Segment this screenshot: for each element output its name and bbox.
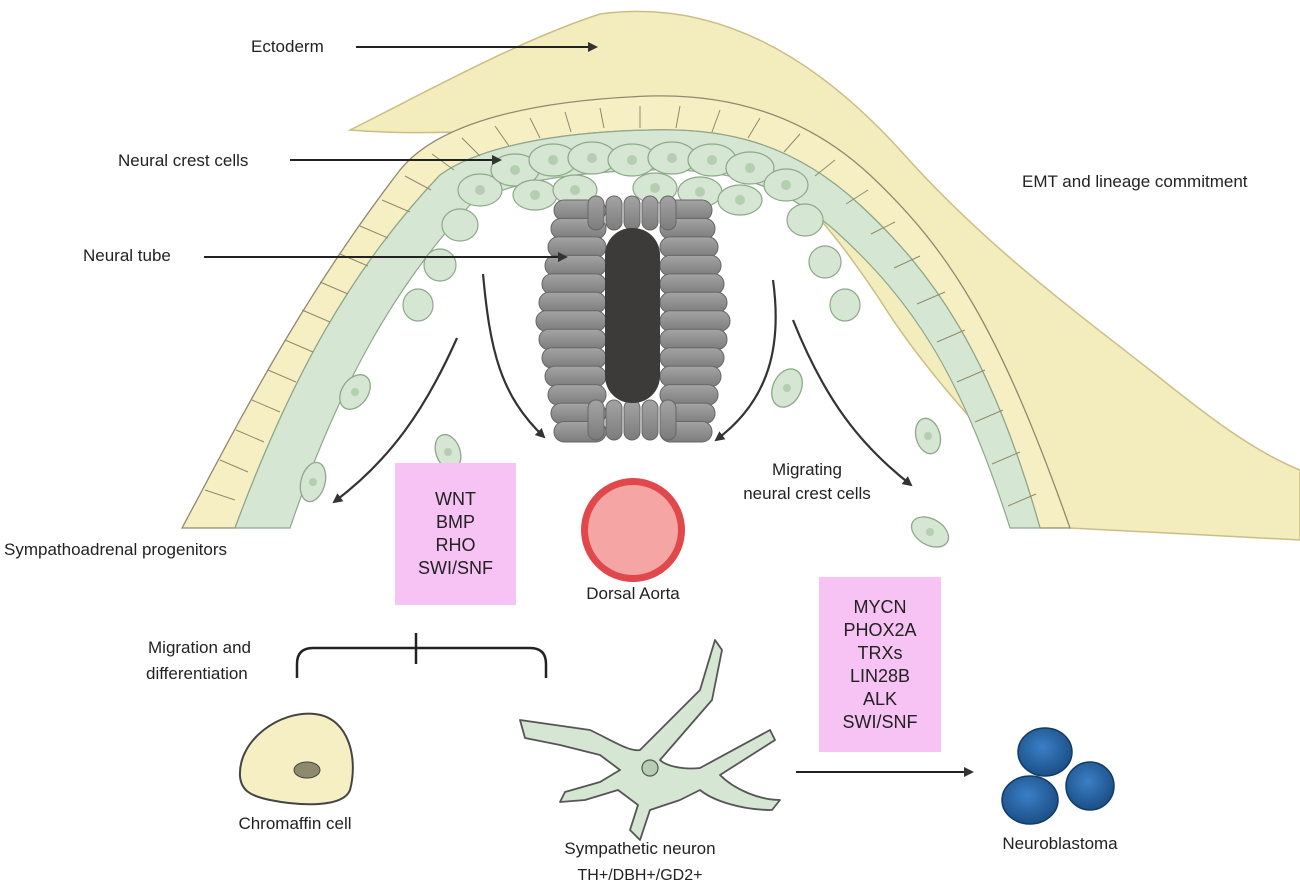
- neural-tube-segment: [538, 291, 607, 314]
- left-inner-curved-arrow: [481, 273, 546, 439]
- left-outer-curved-arrow: [332, 337, 459, 504]
- right-inner-curved-arrow: [714, 279, 777, 442]
- chromaffin-cell-icon: [238, 712, 354, 806]
- neural-tube-base-segment: [587, 399, 605, 441]
- sympathoadrenal-label: Sympathoadrenal progenitors: [4, 540, 228, 559]
- neuroblastoma-label: Neuroblastoma: [1002, 834, 1118, 853]
- sympathetic-neuron-label: Sympathetic neuron: [564, 839, 716, 858]
- neural-tube-segment: [659, 347, 725, 369]
- factor-box-right: MYCN PHOX2A TRXs LIN28B ALK SWI/SNF: [819, 577, 941, 752]
- neural-tube-cap-segment: [623, 195, 641, 231]
- factor-right-0: MYCN: [853, 596, 907, 617]
- right-outer-curved-arrow: [791, 319, 913, 487]
- neural-tube-cap-segment: [659, 195, 677, 231]
- migrating-label-line2: neural crest cells: [743, 484, 871, 503]
- neural-tube-segment: [538, 328, 607, 351]
- factor-right-1: PHOX2A: [843, 619, 917, 640]
- neural-tube-segment: [659, 291, 728, 314]
- neural-tube-segment: [544, 254, 607, 277]
- neural-tube-segment: [659, 273, 725, 295]
- neural-tube-segment: [659, 328, 728, 351]
- factor-left-1: BMP: [435, 512, 475, 532]
- ectoderm-label: Ectoderm: [251, 37, 324, 56]
- emt-label: EMT and lineage commitment: [1022, 172, 1248, 191]
- neural-tube-segment: [659, 365, 722, 388]
- migration-label-line1: Migration and: [148, 638, 252, 657]
- markers-label: TH+/DBH+/GD2+: [577, 867, 703, 884]
- neural-tube-segment: [547, 236, 607, 258]
- neuroblastoma-cells-icon: [1001, 727, 1115, 825]
- neural-tube: [535, 195, 731, 443]
- migrating-label-line1: Migrating: [772, 460, 842, 479]
- neural-tube-base-segment: [605, 399, 623, 441]
- dorsal-aorta-label: Dorsal Aorta: [586, 584, 680, 603]
- neural-tube-base-segment: [623, 399, 641, 441]
- factor-left-2: RHO: [435, 535, 476, 555]
- differentiation-bracket: [295, 646, 548, 678]
- neural-tube-segment: [544, 365, 607, 388]
- factor-left-3: SWI/SNF: [418, 558, 493, 578]
- neural-tube-cap-segment: [605, 195, 623, 231]
- neural-tube-cap-segment: [587, 195, 605, 231]
- neural-tube-base-segment: [641, 399, 659, 441]
- neural-tube-segment: [659, 254, 722, 277]
- sympathetic-neuron-icon: [519, 639, 781, 841]
- migration-label-line2: differentiation: [146, 664, 248, 683]
- factor-right-2: TRXs: [857, 642, 903, 663]
- factor-right-3: LIN28B: [849, 665, 911, 686]
- neural-tube-base-segment: [659, 399, 677, 441]
- neural-tube-segment: [535, 310, 607, 332]
- factor-box-left: WNT BMP RHO SWI/SNF: [395, 463, 516, 605]
- neural-tube-segment: [541, 273, 607, 295]
- neural-tube-label: Neural tube: [83, 246, 171, 265]
- factor-right-4: ALK: [862, 688, 898, 709]
- neural-crest-cells-label: Neural crest cells: [118, 151, 249, 170]
- ectoderm-cell-pattern: [204, 105, 1037, 507]
- neural-tube-segment: [541, 347, 607, 369]
- factor-left-0: WNT: [435, 489, 476, 509]
- migrating-cell-nuclei: [309, 384, 934, 536]
- factor-right-5: SWI/SNF: [842, 711, 918, 732]
- neural-tube-lumen: [605, 228, 660, 403]
- neural-tube-cap-segment: [641, 195, 659, 231]
- neural-tube-segment: [659, 236, 719, 258]
- neural-crest-nuclei: [475, 153, 791, 205]
- chromaffin-cell-label: Chromaffin cell: [238, 814, 352, 833]
- neural-tube-segment: [659, 310, 731, 332]
